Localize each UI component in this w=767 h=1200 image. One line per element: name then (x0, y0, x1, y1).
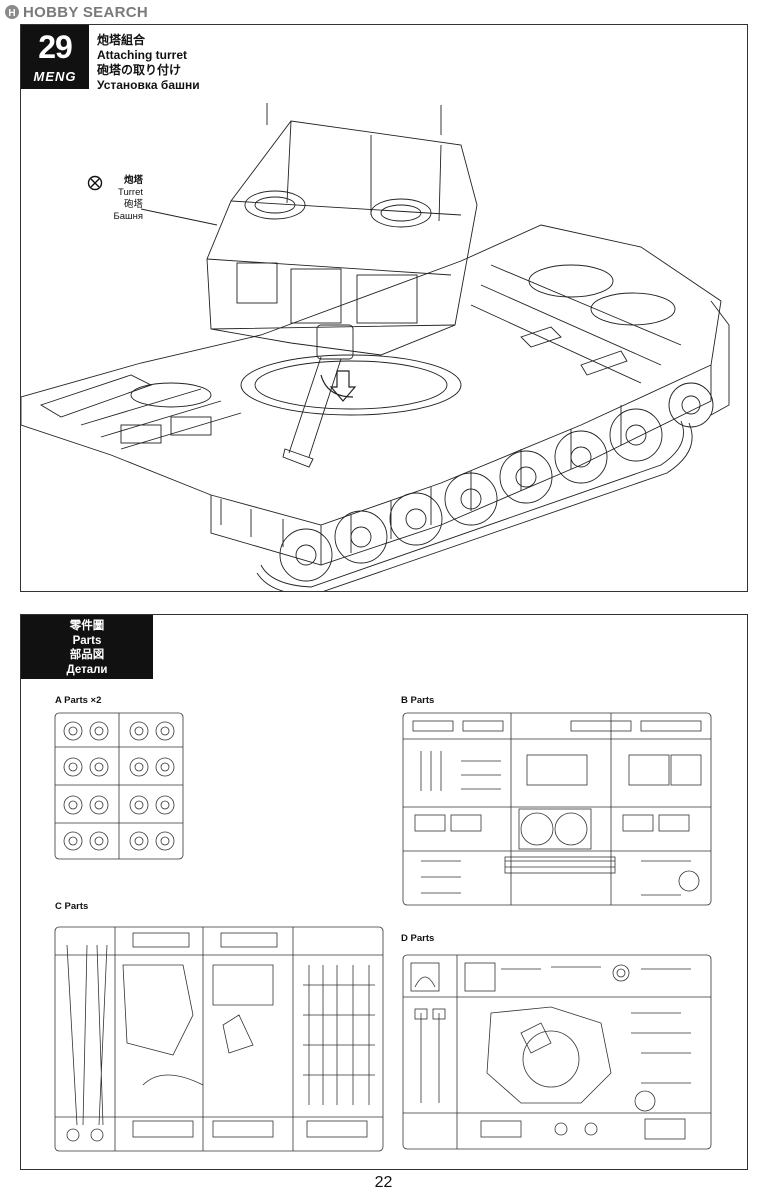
turret-label-zh: 炮塔 (123, 175, 143, 186)
step-badge: 29 MENG (21, 25, 89, 89)
sprue-b-diagram (402, 712, 712, 906)
watermark-logo-letter: H (8, 8, 15, 19)
parts-header-en: Parts (72, 634, 102, 647)
step-number: 29 (38, 29, 73, 65)
turret-callout: 炮塔 Turret 砲塔 Башня (103, 175, 143, 223)
tank-assembly-illustration (21, 103, 730, 591)
watermark: H HOBBY SEARCH (4, 3, 148, 21)
step-title-en: Attaching turret (97, 48, 187, 62)
sprue-a-diagram (54, 712, 184, 860)
brand-logo: MENG (33, 69, 77, 84)
step-section: 29 MENG 炮塔組合 Attaching turret 砲塔の取り付け Ус… (20, 24, 748, 592)
turret-label-en: Turret (118, 187, 143, 198)
sprue-d-label: D Parts (401, 933, 435, 944)
turret-label-ja: 砲塔 (123, 199, 143, 210)
no-glue-icon (87, 175, 103, 191)
sprue-c-diagram (54, 926, 384, 1152)
parts-section: 零件圖 Parts 部品図 Детали A Parts ×2 B Parts … (20, 614, 748, 1170)
sprue-c-label: C Parts (55, 901, 89, 912)
parts-header: 零件圖 Parts 部品図 Детали (21, 615, 153, 679)
page-number: 22 (374, 1174, 393, 1191)
parts-header-zh: 零件圖 (69, 620, 105, 632)
watermark-text: HOBBY SEARCH (23, 3, 149, 21)
step-title-ru: Установка башни (97, 78, 200, 92)
hobby-search-logo-icon: H (5, 5, 19, 19)
parts-header-ru: Детали (66, 663, 108, 676)
parts-header-ja: 部品図 (69, 649, 105, 661)
sprue-d-diagram (402, 954, 712, 1150)
turret-label-ru: Башня (113, 211, 143, 222)
step-title-ja: 砲塔の取り付け (97, 63, 182, 77)
sprue-a-label: A Parts ×2 (55, 695, 102, 706)
step-title-zh: 炮塔組合 (97, 33, 146, 47)
step-titles: 炮塔組合 Attaching turret 砲塔の取り付け Установка … (97, 33, 200, 93)
sprue-b-label: B Parts (401, 695, 435, 706)
